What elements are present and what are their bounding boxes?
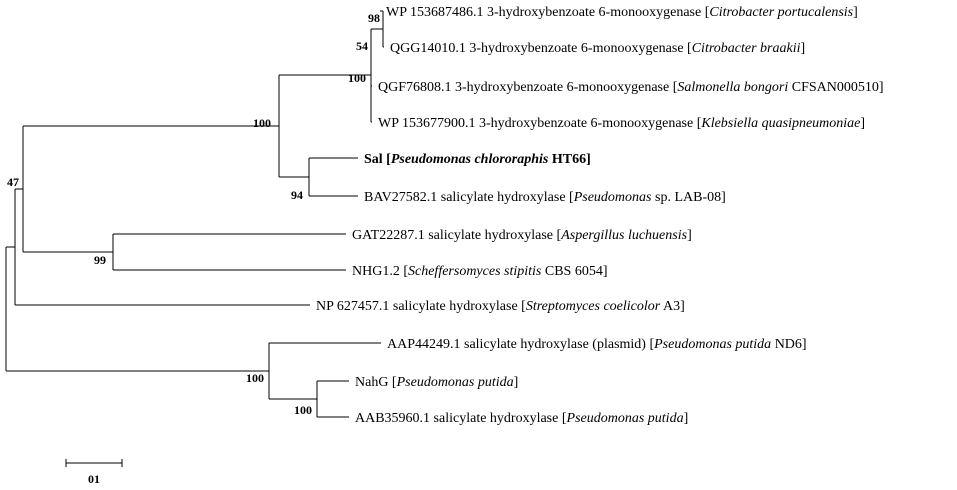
taxon-text: NahG [ — [355, 375, 397, 390]
tree-branches — [5, 10, 384, 418]
scale-bar: 01 — [65, 459, 123, 486]
bootstrap-value: 98 — [368, 11, 380, 25]
taxon-text: CBS 6054] — [541, 264, 607, 279]
taxon-organism: Pseudomonas putida — [566, 411, 684, 426]
taxon-label: QGG14010.1 3-hydroxybenzoate 6-monooxyge… — [390, 41, 805, 56]
taxon-text: ] — [687, 228, 692, 243]
taxon-text: AAP44249.1 salicylate hydroxylase (plasm… — [387, 337, 654, 352]
taxon-label: WP 153687486.1 3-hydroxybenzoate 6-monoo… — [386, 5, 858, 20]
taxon-text: CFSAN000510] — [788, 80, 883, 95]
taxon-label: NP 627457.1 salicylate hydroxylase [Stre… — [316, 299, 685, 314]
taxon-organism: Citrobacter braakii — [692, 41, 801, 56]
taxon-label: WP 153677900.1 3-hydroxybenzoate 6-monoo… — [378, 116, 865, 131]
taxon-text: BAV27582.1 salicylate hydroxylase [ — [364, 190, 574, 205]
taxon-text: NHG1.2 [ — [352, 264, 408, 279]
taxon-label: BAV27582.1 salicylate hydroxylase [Pseud… — [364, 190, 726, 205]
taxon-organism: Streptomyces coelicolor — [526, 299, 661, 314]
bootstrap-value: 100 — [294, 403, 312, 417]
taxon-organism: Pseudomonas — [573, 190, 652, 205]
taxon-text: ] — [860, 116, 865, 131]
bootstrap-value: 54 — [356, 39, 368, 53]
taxon-text: QGF76808.1 3-hydroxybenzoate 6-monooxyge… — [378, 80, 678, 95]
taxon-organism: Scheffersomyces stipitis — [408, 264, 542, 279]
taxon-label: NHG1.2 [Scheffersomyces stipitis CBS 605… — [352, 264, 608, 279]
bootstrap-value: 99 — [94, 253, 106, 267]
taxon-text: HT66] — [548, 152, 590, 167]
taxon-text: AAB35960.1 salicylate hydroxylase [ — [355, 411, 567, 426]
taxon-text: ] — [684, 411, 689, 426]
taxon-label: QGF76808.1 3-hydroxybenzoate 6-monooxyge… — [378, 80, 884, 95]
taxon-labels: WP 153687486.1 3-hydroxybenzoate 6-monoo… — [316, 5, 884, 426]
taxon-text: WP 153687486.1 3-hydroxybenzoate 6-monoo… — [386, 5, 710, 20]
taxon-organism: Pseudomonas chlororaphis — [391, 152, 549, 167]
taxon-text: ND6] — [771, 337, 806, 352]
taxon-organism: Aspergillus luchuensis — [560, 228, 687, 243]
taxon-text: GAT22287.1 salicylate hydroxylase [ — [352, 228, 562, 243]
taxon-label: Sal [Pseudomonas chlororaphis HT66] — [364, 152, 591, 167]
bootstrap-value: 100 — [246, 371, 264, 385]
taxon-label: AAP44249.1 salicylate hydroxylase (plasm… — [387, 337, 807, 352]
taxon-organism: Klebsiella quasipneumoniae — [700, 116, 860, 131]
taxon-text: NP 627457.1 salicylate hydroxylase [ — [316, 299, 526, 314]
taxon-text: WP 153677900.1 3-hydroxybenzoate 6-monoo… — [378, 116, 702, 131]
bootstrap-value: 94 — [291, 188, 303, 202]
taxon-organism: Salmonella bongori — [677, 80, 788, 95]
taxon-organism: Citrobacter portucalensis — [709, 5, 853, 20]
taxon-label: NahG [Pseudomonas putida] — [355, 375, 518, 390]
taxon-text: ] — [514, 375, 519, 390]
scale-bar-label: 01 — [88, 472, 100, 486]
bootstrap-value: 47 — [7, 175, 19, 189]
bootstrap-value: 100 — [348, 71, 366, 85]
taxon-organism: Pseudomonas putida — [396, 375, 514, 390]
taxon-label: GAT22287.1 salicylate hydroxylase [Asper… — [352, 228, 692, 243]
taxon-text: ] — [800, 41, 805, 56]
taxon-text: QGG14010.1 3-hydroxybenzoate 6-monooxyge… — [390, 41, 692, 56]
taxon-text: Sal [ — [364, 152, 391, 167]
taxon-label: AAB35960.1 salicylate hydroxylase [Pseud… — [355, 411, 688, 426]
taxon-text: A3] — [660, 299, 685, 314]
bootstrap-value: 100 — [253, 116, 271, 130]
taxon-organism: Pseudomonas putida — [653, 337, 771, 352]
taxon-text: ] — [853, 5, 858, 20]
taxon-text: sp. LAB-08] — [652, 190, 726, 205]
